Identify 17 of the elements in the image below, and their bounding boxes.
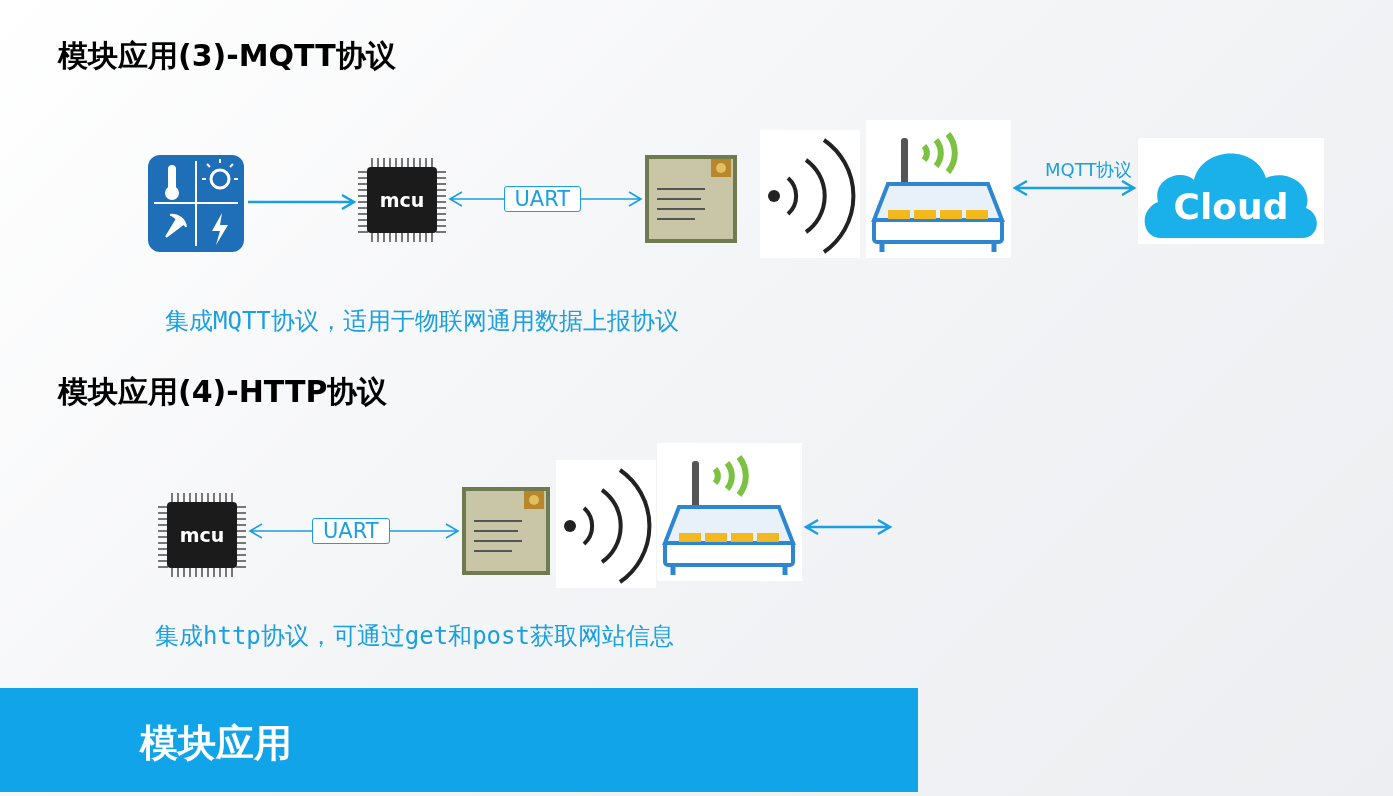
- edge-label: UART: [312, 518, 390, 544]
- router-drawing: [866, 120, 1011, 258]
- heading: 模块应用(3)-MQTT协议: [58, 37, 396, 75]
- heading: 模块应用(4)-HTTP协议: [58, 373, 388, 411]
- arrow: [1012, 179, 1137, 197]
- arrow: [246, 193, 357, 211]
- sensor-tile-drawing: [148, 155, 244, 252]
- caption: 集成http协议，可通过get和post获取网站信息: [155, 621, 674, 652]
- footer-title: 模块应用: [140, 720, 292, 767]
- module-drawing: [645, 155, 737, 243]
- module-drawing: [462, 487, 550, 575]
- edge-label: UART: [503, 186, 582, 212]
- caption: 集成MQTT协议，适用于物联网通用数据上报协议: [165, 306, 679, 337]
- cloud-shape: Cloud: [1138, 138, 1324, 244]
- edge-label: MQTT协议: [1045, 158, 1133, 182]
- router-drawing: [657, 443, 802, 581]
- arrow: [803, 518, 893, 536]
